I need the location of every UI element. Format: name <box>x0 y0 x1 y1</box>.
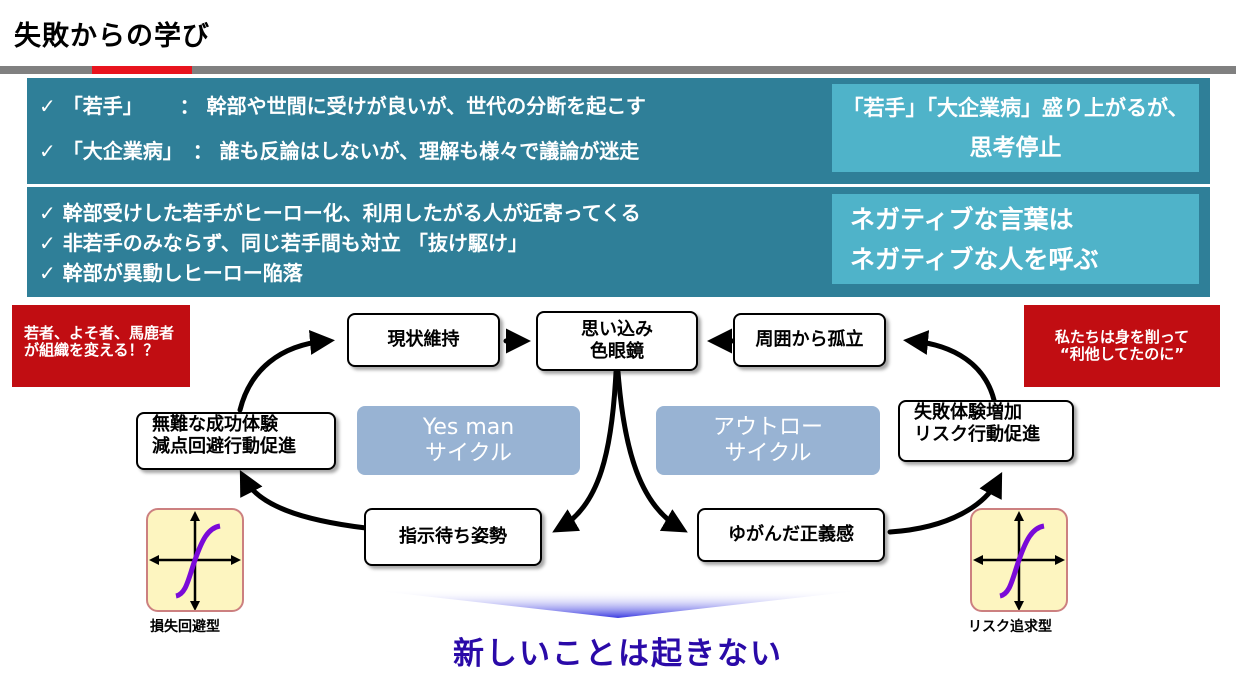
node-label: 失敗体験増加 <box>914 402 1022 423</box>
note-line: が組織を変える！？ <box>24 341 159 359</box>
hero-line: ✓ 幹部受けした若手がヒーロー化、利用したがる人が近寄ってくる <box>39 201 641 225</box>
callout-line: 「若手」「大企業病」盛り上がるが、 <box>842 96 1189 120</box>
page-title: 失敗からの学び <box>14 21 210 52</box>
cycle-label-line: サイクル <box>724 440 812 466</box>
yes-man-cycle-label: Yes man サイクル <box>357 406 580 475</box>
keyword-line: ✓ 「若手」 ： 幹部や世間に受けが良いが、世代の分断を起こす <box>39 94 646 118</box>
arrow-failure-to-isolation <box>903 330 997 403</box>
gradient-fade <box>370 590 866 618</box>
callout-line: ネガティブな言葉は <box>850 205 1074 234</box>
safe-success-node: 無難な成功体験 減点回避行動促進 <box>136 412 336 470</box>
node-label: 無難な成功体験 <box>152 414 278 435</box>
callout-line: 思考停止 <box>969 135 1062 161</box>
arrow-waiting-to-safe <box>239 470 369 531</box>
change-agents-note: 若者、よそ者、馬鹿者 が組織を変える！？ <box>12 305 190 387</box>
note-line: 私たちは身を削って <box>1054 328 1190 346</box>
node-label: 現状維持 <box>387 329 460 350</box>
cycle-label-line: アウトロー <box>712 414 823 440</box>
loss-aversion-label: 損失回避型 <box>150 619 220 635</box>
outlaw-cycle-label: アウトロー サイクル <box>656 406 880 475</box>
keyword-line: ✓ 「大企業病」 ： 誰も反論はしないが、理解も様々で議論が迷走 <box>39 139 640 163</box>
callout-line: ネガティブな人を呼ぶ <box>850 245 1099 274</box>
note-line: 若者、よそ者、馬鹿者 <box>24 324 175 342</box>
sigmoid-curve-icon <box>973 511 1065 611</box>
loss-aversion-graph-icon <box>146 508 244 612</box>
node-label: 思い込み <box>581 319 653 340</box>
cycle-label-line: Yes man <box>422 414 515 440</box>
cycle-label-line: サイクル <box>425 440 512 466</box>
hero-line: ✓ 幹部が異動しヒーロー陥落 <box>39 261 303 285</box>
node-label: ゆがんだ正義感 <box>728 524 854 545</box>
assumption-node: 思い込み 色眼鏡 <box>536 311 698 371</box>
status-quo-node: 現状維持 <box>347 313 500 367</box>
conclusion-text: 新しいことは起きない <box>453 636 783 672</box>
altruism-note: 私たちは身を削って “利他してたのに” <box>1024 305 1220 387</box>
negative-words-callout: ネガティブな言葉は ネガティブな人を呼ぶ <box>832 194 1199 284</box>
node-label: 周囲から孤立 <box>755 329 864 350</box>
risk-seeking-label: リスク追求型 <box>968 619 1052 635</box>
thinking-stop-callout: 「若手」「大企業病」盛り上がるが、 思考停止 <box>832 84 1199 172</box>
distorted-justice-node: ゆがんだ正義感 <box>697 508 885 562</box>
failure-increase-node: 失敗体験増加 リスク行動促進 <box>898 400 1074 462</box>
hero-line: ✓ 非若手のみならず、同じ若手間も対立 「抜け駆け」 <box>39 231 528 255</box>
node-label: リスク行動促進 <box>914 424 1040 445</box>
isolation-node: 周囲から孤立 <box>733 313 886 367</box>
sigmoid-curve-icon <box>149 511 241 611</box>
title-divider <box>0 66 1236 74</box>
arrow-safe-to-status <box>237 329 335 413</box>
node-label: 指示待ち姿勢 <box>399 526 507 547</box>
note-line: “利他してたのに” <box>1059 345 1185 363</box>
node-label: 色眼鏡 <box>590 341 644 362</box>
title-divider-accent <box>92 66 192 74</box>
risk-seeking-graph-icon <box>970 508 1068 612</box>
waiting-node: 指示待ち姿勢 <box>364 508 542 566</box>
node-label: 減点回避行動促進 <box>152 436 296 457</box>
